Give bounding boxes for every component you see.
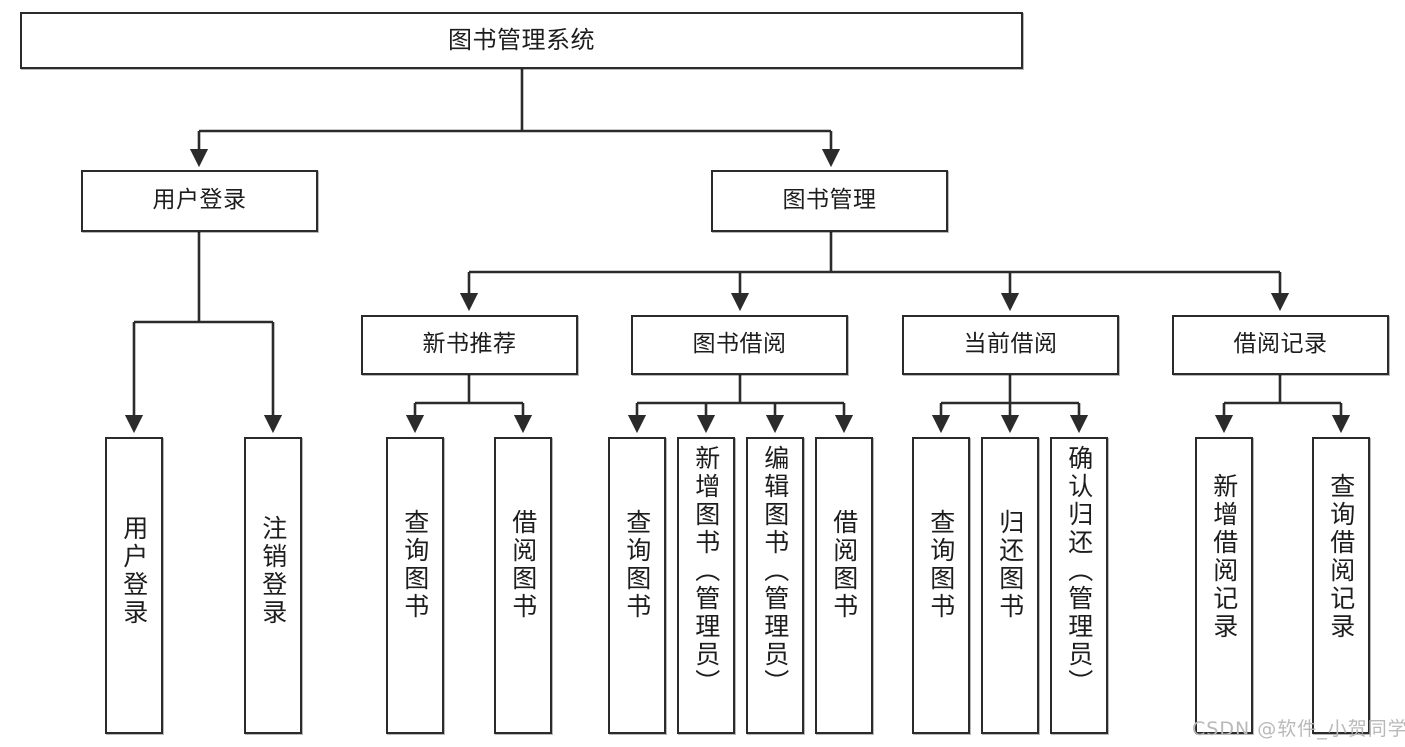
node-current-borrow[interactable]: 当前借阅	[902, 315, 1119, 375]
node-label: 查询借阅记录	[1326, 473, 1356, 641]
node-label: 新书推荐	[422, 331, 517, 358]
leaf-query-book-current[interactable]: 查询图书	[912, 437, 970, 734]
node-root-book-management-system[interactable]: 图书管理系统	[20, 12, 1023, 69]
leaf-logout-login[interactable]: 注销登录	[244, 437, 302, 734]
node-label: 注销登录	[258, 515, 288, 627]
node-label: 图书管理系统	[448, 26, 595, 55]
node-label: 新增图书（管理员）	[691, 445, 721, 697]
leaf-return-book[interactable]: 归还图书	[981, 437, 1039, 734]
node-label: 确认归还（管理员）	[1064, 445, 1094, 697]
node-label: 当前借阅	[963, 331, 1058, 358]
node-label: 查询图书	[926, 509, 956, 621]
node-label: 查询图书	[400, 509, 430, 621]
leaf-query-book-recommend[interactable]: 查询图书	[386, 437, 444, 734]
node-label: 编辑图书（管理员）	[760, 445, 790, 697]
node-new-book-recommend[interactable]: 新书推荐	[361, 315, 578, 375]
leaf-query-book-borrow[interactable]: 查询图书	[608, 437, 666, 734]
watermark-text: CSDN @软件_小贺同学	[1192, 718, 1405, 740]
node-label: 图书管理	[782, 187, 877, 214]
leaf-borrow-book-borrow[interactable]: 借阅图书	[815, 437, 873, 734]
leaf-add-borrow-record[interactable]: 新增借阅记录	[1195, 437, 1253, 734]
node-label: 借阅记录	[1233, 331, 1328, 358]
csdn-watermark: CSDN @软件_小贺同学	[1192, 714, 1405, 741]
node-label: 用户登录	[152, 187, 247, 214]
node-borrow-record[interactable]: 借阅记录	[1172, 315, 1389, 375]
leaf-borrow-book-recommend[interactable]: 借阅图书	[494, 437, 552, 734]
leaf-edit-book-admin[interactable]: 编辑图书（管理员）	[746, 437, 804, 734]
node-label: 用户登录	[119, 515, 149, 627]
node-label: 归还图书	[995, 509, 1025, 621]
node-label: 查询图书	[622, 509, 652, 621]
node-book-management[interactable]: 图书管理	[711, 170, 948, 232]
leaf-add-book-admin[interactable]: 新增图书（管理员）	[677, 437, 735, 734]
leaf-query-borrow-record[interactable]: 查询借阅记录	[1312, 437, 1370, 734]
node-label: 新增借阅记录	[1209, 473, 1239, 641]
node-user-login[interactable]: 用户登录	[81, 170, 318, 232]
node-label: 借阅图书	[829, 509, 859, 621]
node-book-borrow[interactable]: 图书借阅	[631, 315, 848, 375]
leaf-user-login[interactable]: 用户登录	[105, 437, 163, 734]
node-label: 借阅图书	[508, 509, 538, 621]
node-label: 图书借阅	[692, 331, 787, 358]
leaf-confirm-return-admin[interactable]: 确认归还（管理员）	[1050, 437, 1108, 734]
